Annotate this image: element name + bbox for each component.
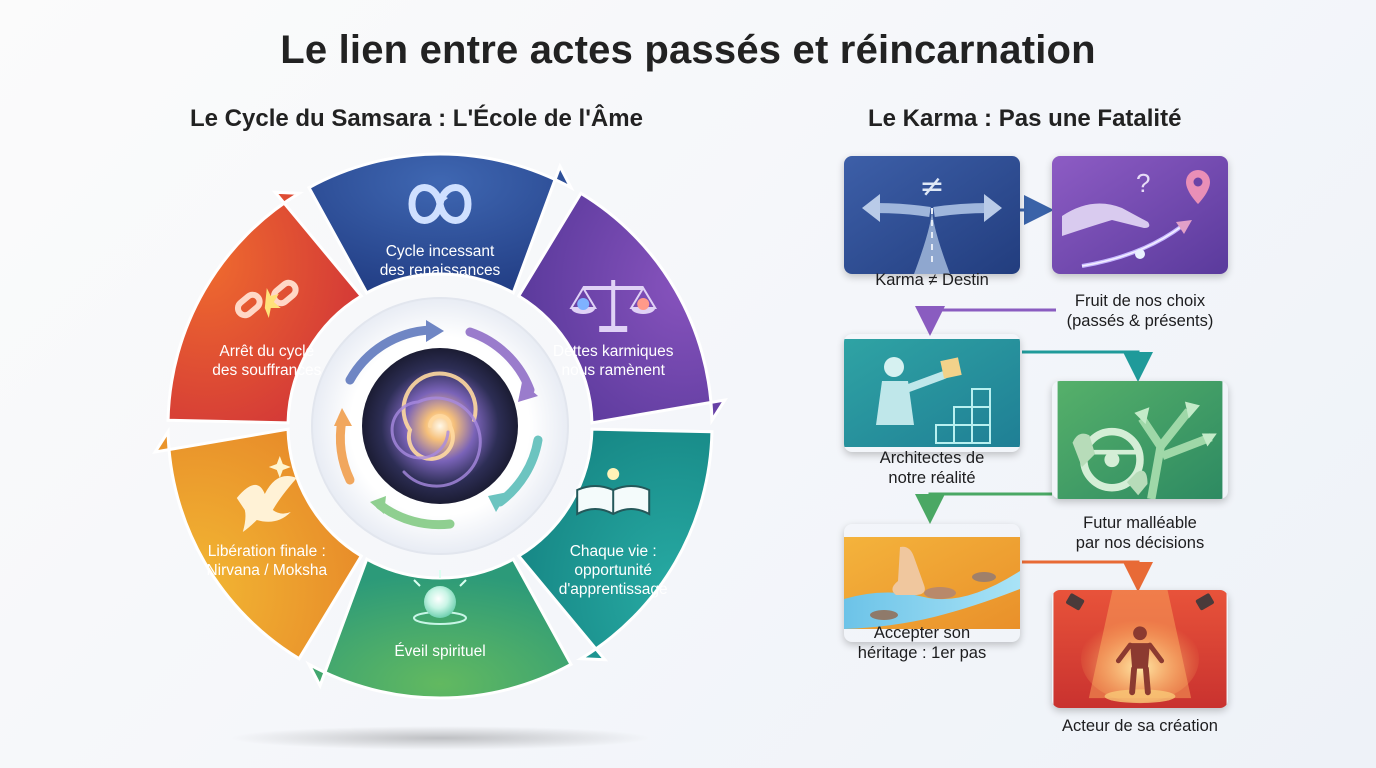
builder-blocks-icon <box>844 339 1020 447</box>
heritage-label: Accepter son héritage : 1er pas <box>857 624 987 662</box>
steering-wheel-icon <box>1057 381 1223 499</box>
scales-icon <box>569 280 657 332</box>
karma-not-destiny-card: ≠ <box>844 156 1020 274</box>
page-title: Le lien entre actes passés et réincarnat… <box>280 28 1096 72</box>
segment-end-suffering-label: des souffrances <box>212 362 321 379</box>
crossroads-icon: ≠ <box>844 156 1020 274</box>
spiral-glow <box>390 371 482 488</box>
cycle-arrows <box>334 320 543 530</box>
fruit-of-choices-label: Fruit de nos choix (passés & présents) <box>1066 292 1214 330</box>
dove-icon <box>236 456 297 532</box>
segment-learning-life-label: d'apprentissage <box>559 581 668 598</box>
segment-rebirth-cycle-label: des renaissances <box>380 262 501 279</box>
broken-chain-icon <box>234 279 299 319</box>
creation-actor-card <box>1052 590 1228 708</box>
segment-karmic-debts-label: Dettes karmiques <box>553 343 674 360</box>
karma-subtitle: Le Karma : Pas une Fatalité <box>868 105 1182 132</box>
fruit-of-choices-card: ? <box>1052 156 1228 274</box>
malleable-future-label: Futur malléable par nos décisions <box>1075 514 1205 552</box>
segment-learning-life <box>516 427 714 662</box>
segment-rebirth-cycle-label: Cycle incessant <box>386 243 495 260</box>
segment-liberation-label: Libération finale : <box>208 543 326 560</box>
samsara-subtitle: Le Cycle du Samsara : L'École de l'Âme <box>190 105 643 132</box>
architects-card <box>844 334 1020 452</box>
segment-learning-life-label: opportunité <box>574 562 652 579</box>
creation-actor-label: Acteur de sa création <box>1062 717 1218 735</box>
segment-awakening <box>305 557 574 700</box>
segment-end-suffering-label: Arrêt du cycle <box>219 343 314 360</box>
open-book-icon <box>576 468 651 516</box>
svg-text:?: ? <box>1136 168 1150 198</box>
glowing-orb-icon <box>413 570 467 625</box>
karma-not-destiny-label: Karma ≠ Destin <box>875 271 989 289</box>
segment-rebirth-cycle <box>306 152 575 295</box>
svg-text:≠: ≠ <box>919 169 944 204</box>
infinity-icon <box>408 184 472 224</box>
cosmic-spiral-core <box>362 348 518 504</box>
segment-karmic-debts <box>516 191 728 426</box>
segment-liberation <box>152 426 364 661</box>
segment-awakening-label: Éveil spirituel <box>394 643 485 660</box>
stepping-stones-icon <box>844 537 1020 629</box>
segment-karmic-debts-label: nous ramènent <box>562 362 666 379</box>
segment-end-suffering <box>166 190 364 425</box>
segment-liberation-label: Nirvana / Moksha <box>206 562 327 579</box>
heritage-card <box>844 524 1020 642</box>
architects-label: Architectes de notre réalité <box>879 449 985 487</box>
malleable-future-card <box>1052 381 1228 499</box>
pointing-hand-path-icon: ? <box>1052 156 1228 274</box>
segment-learning-life-label: Chaque vie : <box>570 543 657 560</box>
spotlight-actor-icon <box>1053 590 1227 708</box>
